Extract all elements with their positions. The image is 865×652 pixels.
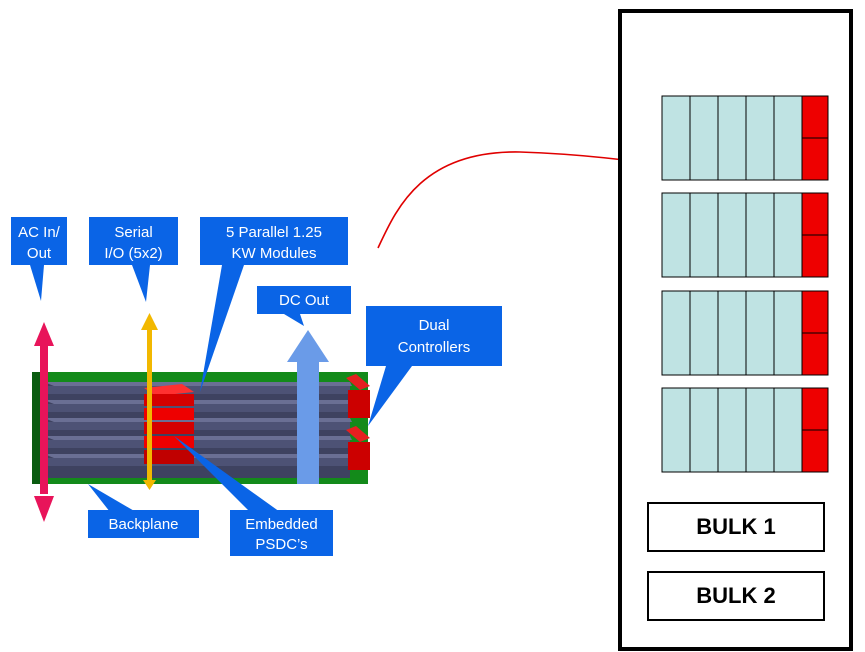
callout-embedded-line2: PSDC’s [255, 536, 307, 553]
callout-dual-controllers: Dual Controllers [366, 306, 502, 426]
callout-serial-line1: Serial [114, 224, 152, 241]
rack-module-rows [661, 95, 829, 473]
dual-controller-blocks [346, 374, 370, 470]
callout-serial-io: Serial I/O (5x2) [89, 217, 178, 302]
rack-module-row-3 [661, 290, 829, 376]
dc-out-arrow [287, 330, 329, 484]
ac-power-arrow [34, 322, 54, 522]
callout-serial-line2: I/O (5x2) [104, 245, 162, 262]
bulk-2-box: BULK 2 [647, 571, 825, 621]
callout-parallel-line2: KW Modules [231, 245, 316, 262]
callout-parallel-line1: 5 Parallel 1.25 [226, 224, 322, 241]
callout-backplane-label: Backplane [108, 516, 178, 533]
callout-embedded-psdcs: Embedded PSDC’s [174, 436, 333, 556]
callout-parallel-modules: 5 Parallel 1.25 KW Modules [200, 217, 348, 392]
module-slab [44, 418, 352, 430]
callout-dc-out-label: DC Out [279, 292, 330, 309]
rack-module-row-1 [661, 95, 829, 181]
rack-module-row-2 [661, 192, 829, 278]
callout-dc-out: DC Out [257, 286, 351, 326]
module-slab [44, 382, 352, 394]
bulk-1-box: BULK 1 [647, 502, 825, 552]
callout-embedded-line1: Embedded [245, 516, 318, 533]
callout-ac-in-out: AC In/ Out [11, 217, 67, 301]
callout-dual-line2: Controllers [398, 339, 471, 356]
module-slabs [44, 382, 352, 466]
module-slab [44, 436, 352, 448]
embedded-psdc-blocks [144, 384, 194, 464]
power-shelf-assembly [32, 313, 370, 522]
callout-ac-line1: AC In/ [18, 224, 61, 241]
callout-backplane: Backplane [88, 484, 199, 538]
rack-module-row-4 [661, 387, 829, 473]
callout-dual-line1: Dual [419, 317, 450, 334]
backplane-edge [32, 372, 42, 484]
module-slab [44, 400, 352, 412]
serial-io-arrow [141, 313, 158, 490]
callout-ac-line2: Out [27, 245, 52, 262]
